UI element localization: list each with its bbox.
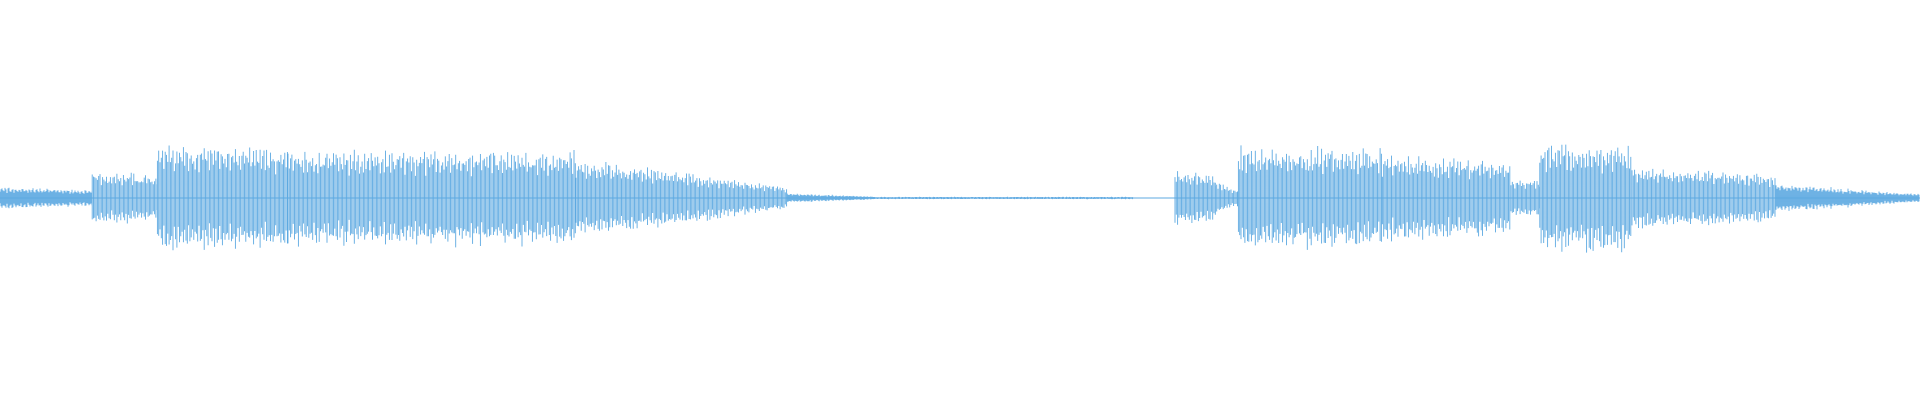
waveform-path	[0, 144, 1920, 253]
waveform-samples	[0, 144, 1920, 253]
